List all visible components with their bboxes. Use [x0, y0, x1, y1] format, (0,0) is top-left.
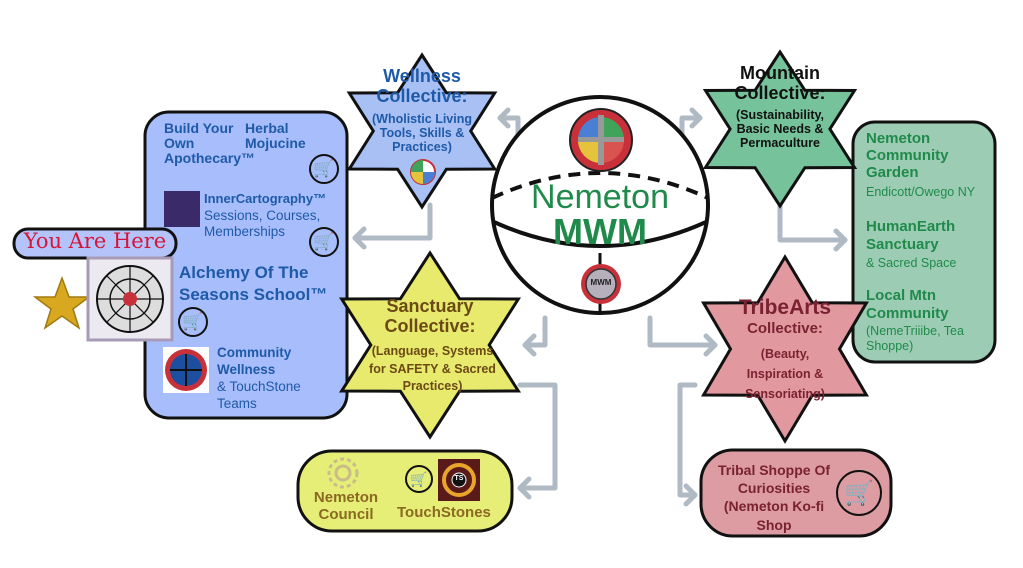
tribearts-desc: (Beauty, Inspiration & Sensoriating)	[745, 347, 825, 401]
right-panel-box	[851, 120, 997, 364]
mountain-desc: (Sustainability, Basic Needs & Permacult…	[736, 108, 824, 150]
tribal-box	[699, 448, 893, 538]
cart-icon[interactable]: 🛒	[405, 465, 433, 493]
center-badge-label: MWM	[590, 278, 612, 287]
innercartography-title[interactable]: InnerCartography™	[204, 191, 327, 206]
community-wellness-logo	[163, 347, 209, 393]
innercartography-desc: Sessions, Courses, Memberships	[204, 208, 321, 240]
mountain-star	[702, 49, 858, 209]
wellness-title[interactable]: Wellness Collective:	[376, 66, 468, 107]
arrow-tribearts-shoppe	[677, 382, 698, 498]
tribearts-title[interactable]: TribeArts	[738, 296, 832, 319]
connector-arrows	[352, 107, 848, 507]
cart-icon[interactable]: 🛒	[178, 307, 208, 337]
tribearts-star	[700, 254, 870, 444]
local-mtn-link[interactable]: Local Mtn Community	[866, 287, 949, 322]
community-garden-link[interactable]: Nemeton Community Garden	[866, 130, 949, 181]
alchemy-school-link[interactable]: Alchemy Of The Seasons School™	[179, 263, 328, 305]
cart-icon[interactable]: 🛒	[309, 227, 339, 257]
sanctuary-title[interactable]: Sanctuary Collective:	[384, 296, 476, 337]
wellness-collective-logo	[410, 159, 436, 185]
community-garden-location: Endicott/Owego NY	[866, 185, 976, 199]
apothecary-link[interactable]: Build Your Own Apothecary™	[164, 120, 256, 167]
nemeton-council-link[interactable]: Nemeton Council	[313, 489, 379, 523]
nemeton-council-emblem	[327, 457, 359, 489]
arrow-center-tribearts	[647, 315, 718, 348]
mwm-badge	[581, 264, 621, 304]
arrow-wellness-left	[352, 202, 433, 241]
sanctuary-star	[338, 250, 522, 440]
cart-icon[interactable]: 🛒	[836, 470, 882, 516]
center-title-mwm: MWM	[553, 211, 647, 252]
community-wellness-rest: & TouchStone Teams	[217, 379, 301, 412]
arrow-sanctuary-council	[517, 382, 558, 491]
innercartography-thumbnail	[164, 191, 200, 227]
center-sphere	[490, 95, 710, 315]
you-are-here-label: You Are Here	[23, 229, 167, 253]
tribal-shoppe-link[interactable]: Tribal Shoppe Of Curiosities (Nemeton Ko…	[717, 462, 830, 533]
humanearth-link[interactable]: HumanEarth Sanctuary	[866, 218, 956, 253]
touchstones-badge: TS	[454, 475, 464, 482]
center-title-nemeton: Nemeton	[531, 178, 669, 216]
tribearts-subtitle: Collective:	[747, 320, 823, 337]
herbal-mojucine-link[interactable]: Herbal Mojucine	[245, 120, 306, 152]
mountain-women-logo	[569, 108, 633, 172]
cart-icon[interactable]: 🛒	[309, 154, 339, 184]
community-wellness-link[interactable]: Community Wellness	[217, 345, 292, 378]
sanctuary-desc: (Language, Systems for SAFETY & Sacred P…	[369, 344, 496, 393]
mountain-title[interactable]: Mountain Collective:	[734, 63, 826, 104]
touchstones-image	[438, 459, 480, 501]
arrow-mountain-right	[777, 202, 848, 243]
wellness-star	[346, 52, 498, 210]
wellness-desc: (Wholistic Living Tools, Skills & Practi…	[372, 112, 472, 154]
humanearth-sub: & Sacred Space	[866, 256, 957, 270]
touchstones-link[interactable]: TouchStones	[397, 504, 491, 521]
alchemy-wheel-image	[86, 256, 174, 342]
arrow-center-sanctuary	[522, 315, 548, 348]
gold-star-icon	[32, 275, 92, 330]
local-mtn-sub: (NemeTriiibe, Tea Shoppe)	[866, 324, 964, 353]
